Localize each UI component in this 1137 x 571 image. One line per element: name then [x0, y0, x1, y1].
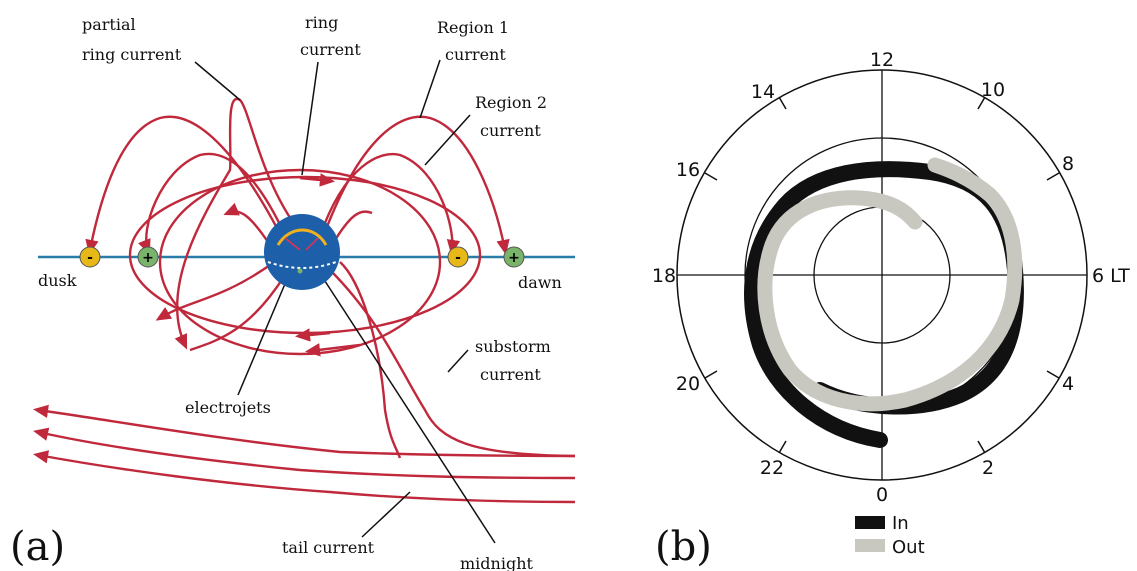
panel-a-label: (a) — [10, 524, 65, 570]
label-dawn: dawn — [518, 273, 562, 292]
legend-label-out: Out — [892, 537, 925, 558]
label-midnight: midnight — [460, 554, 534, 571]
hour-label-14: 14 — [751, 81, 775, 103]
hour-label-4: 4 — [1062, 373, 1074, 395]
label-region2-1: Region 2 — [475, 93, 547, 112]
legend: In Out — [855, 513, 925, 558]
trace-in — [744, 161, 1024, 448]
ring-current-top-arrow — [299, 173, 336, 187]
lower-loop-left-2 — [189, 274, 287, 352]
svg-text:-: - — [87, 250, 93, 266]
label-pointers — [194, 59, 496, 544]
hour-label-18: 18 — [652, 265, 676, 287]
ring-current-loop-inner — [158, 168, 442, 356]
panel-b-label: (b) — [655, 524, 712, 570]
legend-label-in: In — [892, 513, 909, 534]
hour-label-0: 0 — [876, 484, 888, 506]
hour-label-8: 8 — [1062, 153, 1074, 175]
region1-current-left — [85, 115, 280, 255]
panel-b: 12 10 8 6 LT 4 2 0 22 20 18 16 14 In Out… — [652, 49, 1130, 570]
hour-label-6lt: 6 LT — [1092, 265, 1130, 287]
svg-text:+: + — [508, 250, 520, 266]
hour-label-2: 2 — [982, 457, 994, 479]
region1-current-left-2 — [138, 152, 287, 255]
hour-label-10: 10 — [981, 79, 1005, 101]
label-tail-current: tail current — [282, 538, 375, 557]
charge-marker-dawn-neg: - — [447, 246, 469, 268]
lower-loop-left — [155, 264, 271, 321]
ring-current-bottom-arrow-2 — [294, 328, 331, 342]
hour-label-16: 16 — [676, 159, 700, 181]
ring-current-bottom-arrow — [304, 343, 361, 357]
charge-marker-dawn-pos: + — [503, 246, 525, 268]
label-region2-2: current — [480, 121, 541, 140]
region1-current-right — [323, 115, 510, 255]
label-region1-2: current — [445, 45, 506, 64]
substorm-current-path-2 — [339, 261, 402, 459]
label-ring-2: current — [300, 40, 361, 59]
panel-a: - + - + partial ring current ring curren… — [10, 13, 576, 571]
charge-marker-dusk-pos: + — [137, 246, 159, 268]
label-partial-2: ring current — [82, 45, 182, 64]
label-electrojets: electrojets — [185, 398, 271, 417]
svg-text:-: - — [455, 250, 461, 266]
svg-text:+: + — [142, 250, 154, 266]
current-lines — [33, 97, 576, 504]
region2-current-right — [318, 152, 461, 255]
electrojet-arrows — [276, 228, 328, 246]
trace-out — [757, 157, 1023, 412]
hour-label-12: 12 — [870, 49, 894, 71]
hour-label-22: 22 — [760, 457, 784, 479]
label-substorm-2: current — [480, 365, 541, 384]
inner-loop-left — [223, 202, 271, 246]
tail-current-2 — [33, 427, 576, 480]
hour-label-20: 20 — [676, 373, 700, 395]
label-ring-1: ring — [305, 13, 338, 32]
partial-ring-current-path — [174, 97, 301, 350]
legend-swatch-out — [855, 539, 885, 552]
label-region1-1: Region 1 — [437, 18, 509, 37]
tail-current-3 — [33, 450, 576, 504]
earth — [264, 214, 340, 290]
clock-ticks — [704, 96, 1060, 454]
charge-marker-dusk-neg: - — [79, 246, 101, 268]
label-dusk: dusk — [38, 271, 77, 290]
legend-swatch-in — [855, 516, 885, 529]
tail-current-1 — [33, 404, 576, 458]
label-substorm-1: substorm — [475, 337, 551, 356]
label-partial-1: partial — [82, 15, 136, 34]
